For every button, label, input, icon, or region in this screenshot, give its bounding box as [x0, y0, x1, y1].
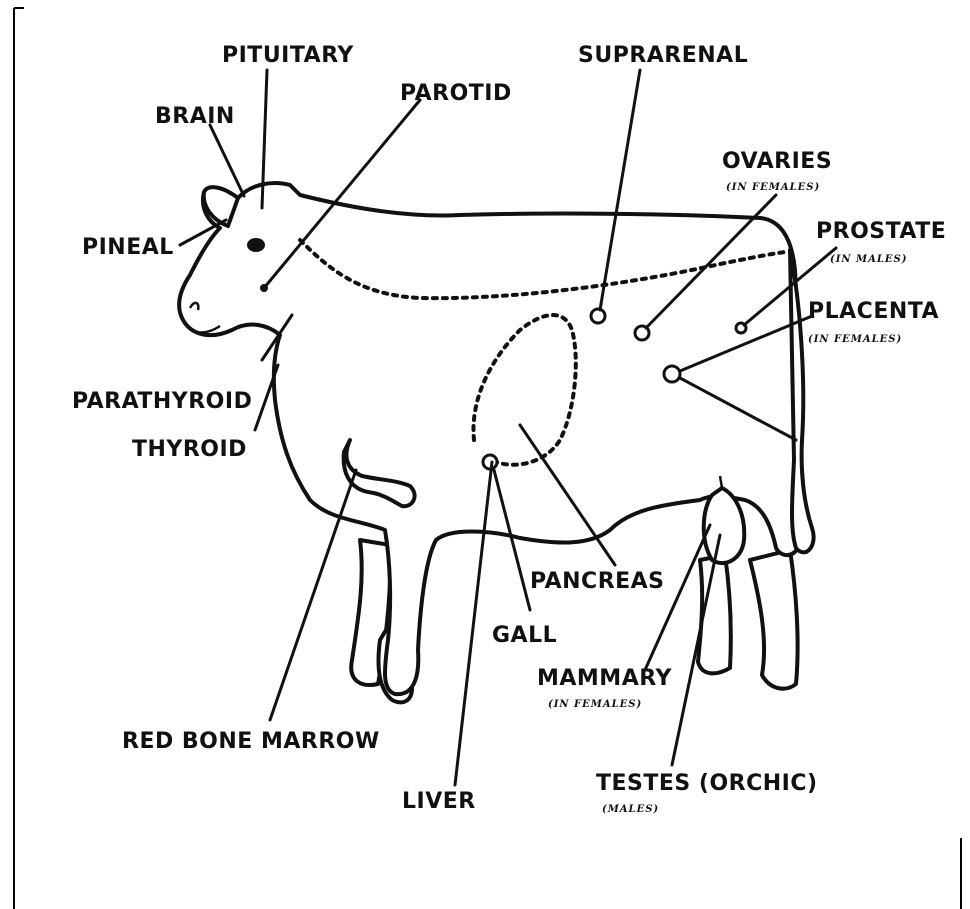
label-brain: BRAIN: [155, 104, 235, 129]
label-ovaries: OVARIES: [722, 149, 832, 174]
label-red-bone-marrow: RED BONE MARROW: [122, 729, 380, 754]
cow-eye: [247, 238, 265, 252]
label-mammary-note: (IN FEMALES): [548, 699, 642, 710]
placenta-marker: [664, 366, 680, 382]
label-pancreas: PANCREAS: [530, 569, 665, 594]
suprarenal-marker: [591, 309, 605, 323]
label-parathyroid: PARATHYROID: [72, 389, 252, 414]
label-testes-note: (MALES): [602, 804, 659, 815]
label-liver: LIVER: [402, 789, 476, 814]
label-suprarenal: SUPRARENAL: [578, 43, 748, 68]
label-mammary: MAMMARY: [537, 666, 672, 691]
label-placenta: PLACENTA: [808, 299, 939, 324]
label-testes: TESTES (ORCHIC): [596, 771, 818, 796]
label-pineal: PINEAL: [82, 235, 174, 260]
label-gall: GALL: [492, 623, 557, 648]
red-bone-marrow-leader: [270, 470, 356, 720]
label-prostate-note: (IN MALES): [830, 254, 907, 265]
cow-tail: [790, 250, 814, 552]
label-prostate: PROSTATE: [816, 219, 946, 244]
label-pituitary: PITUITARY: [222, 43, 354, 68]
label-ovaries-note: (IN FEMALES): [726, 182, 820, 193]
label-thyroid: THYROID: [132, 437, 247, 462]
label-parotid: PAROTID: [400, 81, 512, 106]
label-placenta-note: (IN FEMALES): [808, 334, 902, 345]
